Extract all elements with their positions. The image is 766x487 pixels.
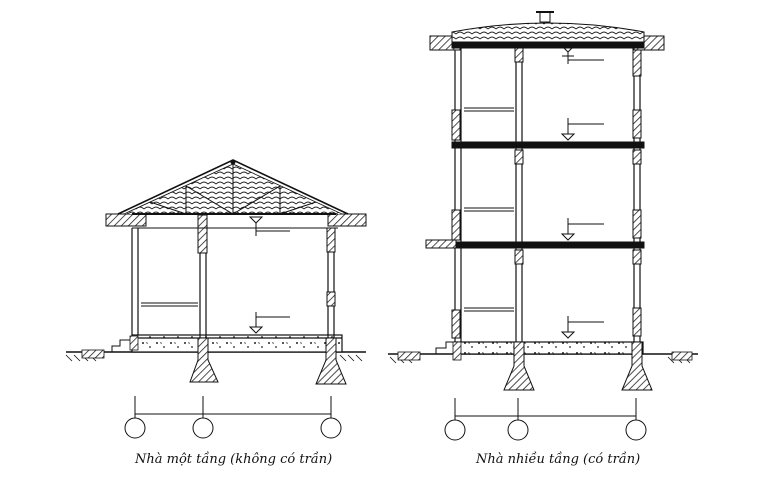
footings-right [452, 341, 653, 391]
roof-truss-left [117, 159, 349, 215]
walls-left [131, 214, 336, 338]
roof-right [429, 11, 665, 51]
level-markers-left [248, 216, 290, 334]
caption-multi-storey: Nhà nhiều tầng (có trần) [476, 452, 641, 467]
eaves-left [105, 213, 367, 229]
caption-single-storey: Nhà một tầng (không có trần) [135, 452, 333, 467]
grid-axes-right [444, 398, 647, 441]
floor-slabs-right [425, 141, 645, 249]
single-storey-section [65, 159, 367, 439]
grid-axes-left [124, 396, 342, 439]
entry-steps-right [426, 341, 455, 355]
level-markers-right [560, 45, 604, 339]
footings-left [129, 335, 347, 385]
floor-slab-right [454, 341, 644, 355]
multi-storey-section [388, 11, 698, 441]
walls-right [451, 47, 642, 342]
entry-steps-left [104, 339, 132, 353]
